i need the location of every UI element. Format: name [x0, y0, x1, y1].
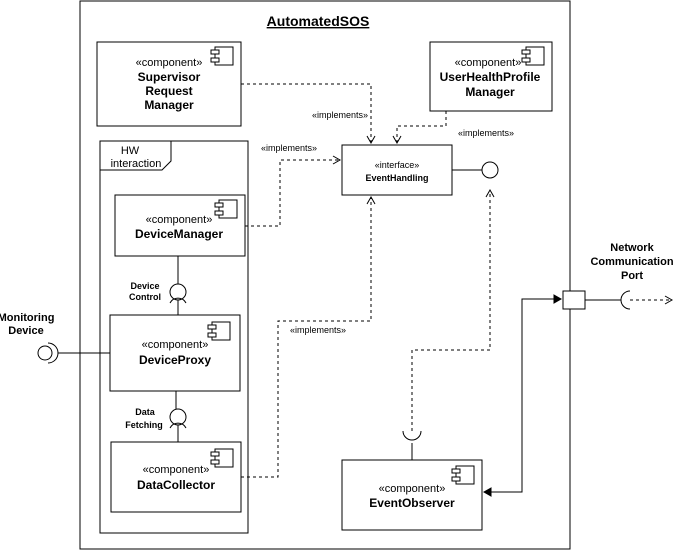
interface-stereotype: «interface»: [375, 160, 420, 170]
implements-label-devicemanager: «implements»: [261, 143, 317, 153]
event-handling-interface[interactable]: «interface» EventHandling: [341, 144, 453, 196]
component-icon: [207, 321, 231, 341]
component-name: EventObserver: [369, 496, 455, 510]
component-icon: [210, 46, 234, 66]
component-stereotype: «component»: [142, 339, 209, 351]
implements-arrow-userhealth: [392, 111, 447, 145]
implements-arrow-supervisor: [241, 83, 376, 145]
component-name-line1: UserHealthProfile: [440, 70, 541, 84]
hw-frame-label-line2: interaction: [111, 158, 162, 170]
implements-label-userhealth: «implements»: [458, 128, 514, 138]
device-control-socket: [169, 297, 187, 304]
component-stereotype: «component»: [146, 214, 213, 226]
network-port-label-line1: Network: [610, 242, 654, 254]
network-port[interactable]: [562, 290, 586, 310]
component-stereotype: «component»: [143, 464, 210, 476]
implements-arrow-datacollector: [241, 195, 376, 478]
component-icon: [214, 199, 238, 219]
component-stereotype: «component»: [379, 483, 446, 495]
data-collector-component[interactable]: «component» DataCollector: [110, 441, 242, 513]
device-control-lollipop: [169, 283, 187, 301]
system-title: AutomatedSOS: [267, 13, 370, 29]
observer-network-link: [482, 294, 563, 497]
component-stereotype: «component»: [455, 57, 522, 69]
data-fetching-label-line2: Fetching: [125, 420, 163, 430]
component-name-line1: Supervisor: [138, 70, 201, 84]
component-stereotype: «component»: [136, 57, 203, 69]
data-fetching-label-line1: Data: [135, 407, 156, 417]
interface-lollipop-circle: [481, 161, 499, 179]
event-observer-component[interactable]: «component» EventObserver: [341, 459, 483, 531]
user-health-profile-manager-component[interactable]: «component» UserHealthProfile Manager: [429, 41, 553, 112]
component-name: DeviceManager: [135, 227, 223, 241]
component-icon: [521, 46, 545, 66]
component-name: DataCollector: [137, 478, 215, 492]
monitoring-device-lollipop: [37, 345, 53, 361]
data-fetching-socket: [169, 422, 187, 429]
implements-arrow-devicemanager: [245, 155, 342, 227]
hw-interaction-frame: [99, 140, 249, 534]
device-proxy-component[interactable]: «component» DeviceProxy: [109, 314, 241, 392]
supervisor-request-manager-component[interactable]: «component» Supervisor Request Manager: [96, 41, 242, 127]
component-icon: [210, 448, 234, 468]
implements-label-supervisor: «implements»: [312, 110, 368, 120]
network-port-label-line2: Communication: [590, 256, 673, 268]
device-manager-component[interactable]: «component» DeviceManager: [114, 194, 246, 257]
observer-dependency-line: [411, 188, 495, 431]
observer-socket: [402, 430, 422, 441]
interface-name: EventHandling: [365, 173, 428, 183]
network-port-socket: [620, 290, 631, 310]
component-name-line2: Manager: [465, 85, 515, 99]
monitoring-device-socket: [47, 342, 59, 364]
monitoring-device-label-line1: Monitoring: [0, 312, 54, 324]
device-control-label-line1: Device: [130, 281, 159, 291]
component-name-line2: Request: [145, 84, 192, 98]
network-port-label-line3: Port: [621, 270, 643, 282]
device-control-label-line2: Control: [129, 292, 161, 302]
monitoring-device-label-line2: Device: [8, 325, 43, 337]
data-fetching-lollipop: [169, 408, 187, 426]
component-icon: [451, 465, 475, 485]
hw-frame-tab: [100, 141, 172, 171]
hw-frame-label-line1: HW: [121, 145, 140, 157]
component-name-line3: Manager: [144, 98, 194, 112]
component-name: DeviceProxy: [139, 353, 211, 367]
implements-label-datacollector: «implements»: [290, 325, 346, 335]
